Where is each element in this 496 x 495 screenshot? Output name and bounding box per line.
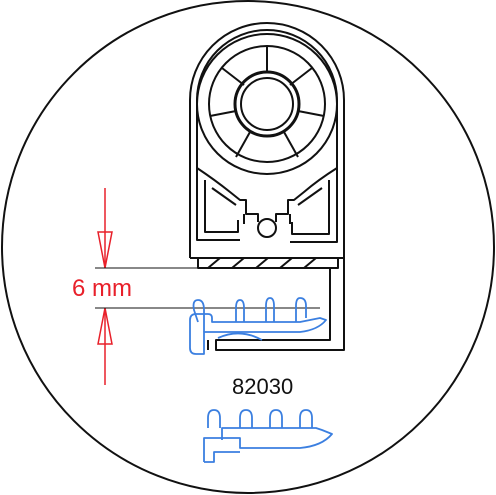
dimension-label: 6 mm (72, 275, 132, 302)
seal-standalone (203, 409, 333, 463)
part-number-label: 82030 (232, 374, 293, 399)
extension-lines (95, 267, 320, 309)
roller (196, 33, 338, 175)
seal-installed (189, 297, 327, 355)
profile-body (189, 22, 345, 351)
dimension-marker (97, 188, 113, 385)
